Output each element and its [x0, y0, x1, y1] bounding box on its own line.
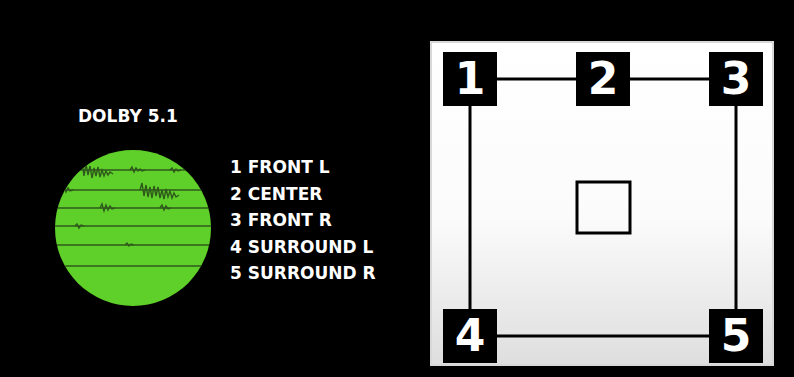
connector-line [735, 106, 738, 309]
connector-line [497, 78, 576, 81]
connector-line [497, 335, 709, 338]
channel-label: 1 FRONT L [230, 157, 329, 177]
speaker-box: 1 [443, 52, 497, 106]
channel-label: 5 SURROUND R [230, 263, 376, 283]
speaker-number: 5 [721, 314, 752, 358]
room-panel [431, 42, 773, 365]
channel-label: 4 SURROUND L [230, 237, 373, 257]
speaker-connector [497, 79, 576, 80]
channel-label: 3 FRONT R [230, 210, 332, 230]
speaker-number: 3 [721, 57, 752, 101]
channel-label: 2 CENTER [230, 184, 322, 204]
speaker-connector [630, 79, 709, 80]
speaker-box: 3 [709, 52, 763, 106]
speaker-connector [736, 106, 737, 309]
speaker-connector [497, 336, 709, 337]
speaker-box: 4 [443, 309, 497, 363]
speaker-box: 2 [576, 52, 630, 106]
speaker-number: 1 [455, 57, 486, 101]
listener-square [577, 182, 630, 233]
speaker-number: 4 [455, 314, 486, 358]
speaker-number: 2 [588, 57, 619, 101]
diagram-title: DOLBY 5.1 [78, 106, 178, 126]
waveform-circle [50, 150, 215, 306]
speaker-connector [470, 106, 471, 309]
connector-line [469, 106, 472, 309]
connector-line [630, 78, 709, 81]
speaker-box: 5 [709, 309, 763, 363]
